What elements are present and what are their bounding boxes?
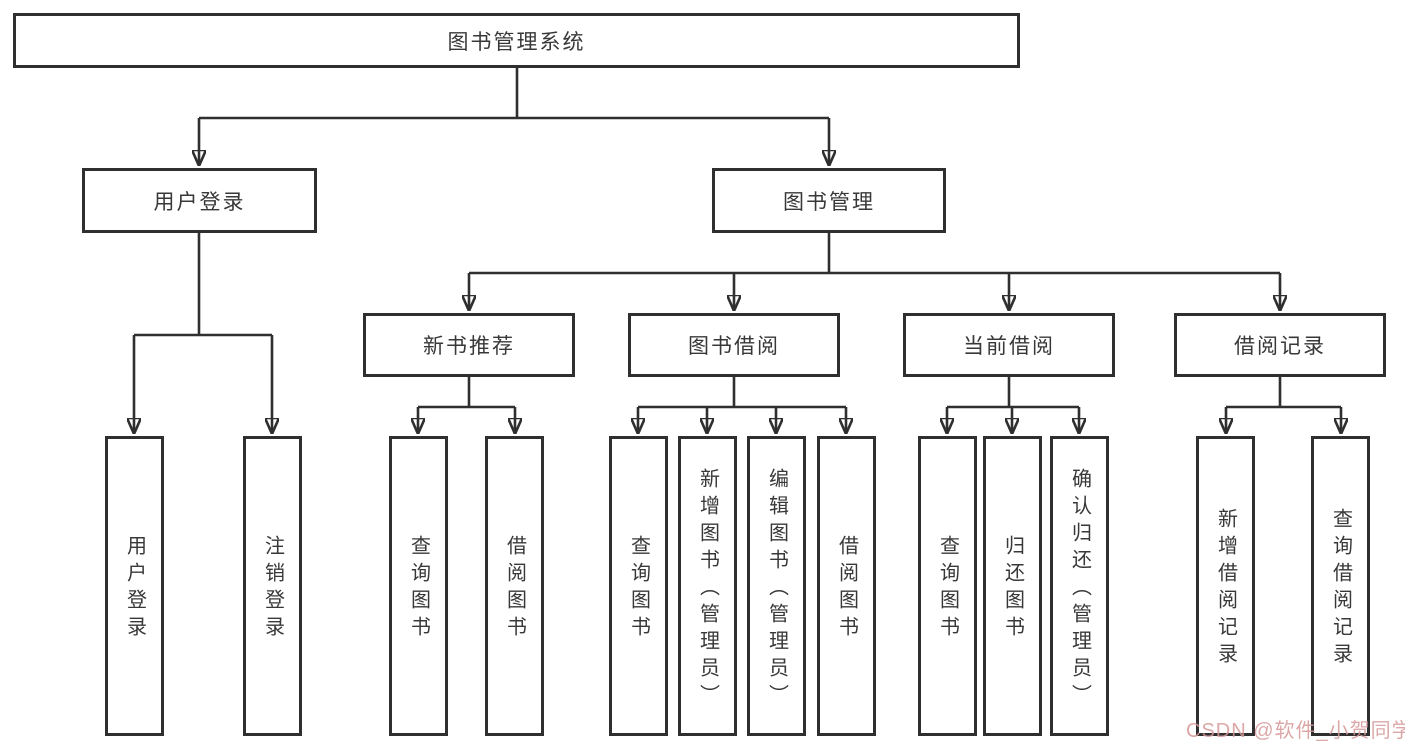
node-leaf-user-login: 用户登录: [105, 436, 164, 736]
node-leaf-edit-books-admin: 编辑图书（管理员）: [747, 436, 806, 736]
node-leaf-borrow-books: 借阅图书: [485, 436, 544, 736]
node-leaf-return-books: 归还图书: [983, 436, 1042, 736]
node-leaf-add-borrow-record: 新增借阅记录: [1196, 436, 1255, 736]
node-library-management-system: 图书管理系统: [13, 13, 1020, 68]
node-new-book-recommend: 新书推荐: [363, 313, 575, 377]
node-leaf-logout: 注销登录: [243, 436, 302, 736]
node-leaf-borrow-books: 借阅图书: [817, 436, 876, 736]
node-leaf-add-books-admin: 新增图书（管理员）: [678, 436, 737, 736]
node-leaf-confirm-return-admin: 确认归还（管理员）: [1050, 436, 1109, 736]
node-leaf-query-books: 查询图书: [918, 436, 977, 736]
node-leaf-query-books: 查询图书: [389, 436, 448, 736]
node-book-borrow: 图书借阅: [628, 313, 840, 377]
node-user-login-branch: 用户登录: [82, 168, 317, 233]
node-borrow-records: 借阅记录: [1174, 313, 1386, 377]
csdn-watermark: CSDN @软件_小贺同学: [1186, 720, 1405, 742]
node-leaf-query-books: 查询图书: [609, 436, 668, 736]
node-book-management-branch: 图书管理: [712, 168, 946, 233]
node-current-borrow: 当前借阅: [903, 313, 1115, 377]
node-leaf-query-borrow-record: 查询借阅记录: [1311, 436, 1370, 736]
